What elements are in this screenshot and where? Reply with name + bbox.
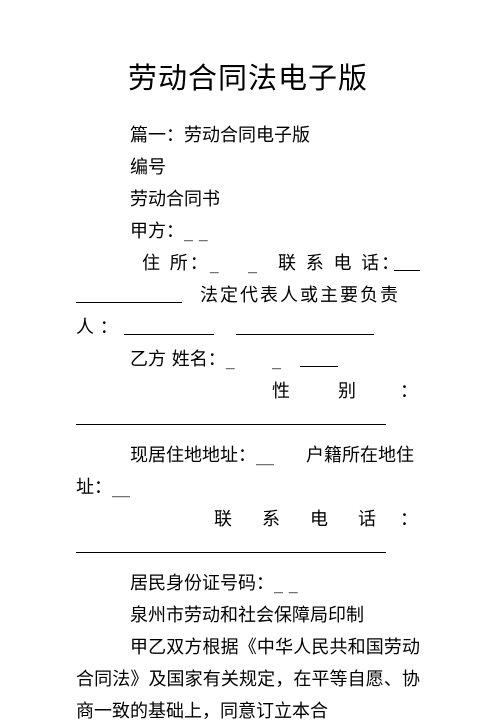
phone2-char-4: 话 <box>358 509 376 530</box>
document-body: 篇一：劳动合同电子版 编号 劳动合同书 甲方：_ _ 住 所：_ _ 联 系 电… <box>76 120 420 728</box>
gender-blank <box>76 402 386 425</box>
legal-rep-row: 法定代表人或主要负责 <box>76 280 420 312</box>
phone2-char-1: 联 <box>214 509 232 530</box>
legal-rep-cont-row: 人 ： <box>76 312 420 344</box>
address-mid: _ <box>248 253 257 274</box>
address-label: 住 所：_ <box>142 253 221 274</box>
legal-rep-blank-lead <box>76 280 182 303</box>
preamble-paragraph: 甲乙双方根据《中华人民共和国劳动合同法》及国家有关规定，在平等自愿、协商一致的基… <box>76 637 420 722</box>
residence-label: 现居住地地址：__ <box>130 445 274 466</box>
contract-title-line: 劳动合同书 <box>130 189 220 210</box>
gender-char-1: 性 <box>272 381 290 402</box>
document-title: 劳动合同法电子版 <box>127 61 368 95</box>
phone2-blank <box>76 530 386 553</box>
hukou-cont-row: 址：__ <box>76 472 420 504</box>
number-label: 编号 <box>130 157 166 178</box>
phone2-char-2: 系 <box>262 509 280 530</box>
gender-blank-row <box>76 408 420 440</box>
phone2-row: 联 系 电 话 ： <box>76 504 420 536</box>
hukou-label: 户籍所在地住 <box>306 445 414 466</box>
legal-rep-label: 法定代表人或主要负责 <box>200 285 400 306</box>
phone2-char-3: 电 <box>310 509 328 530</box>
phone-blank <box>394 248 420 271</box>
hukou-cont: 址：__ <box>76 477 130 498</box>
gender-row: 性 别 ： <box>76 376 420 408</box>
issuer-line: 泉州市劳动和社会保障局印制 <box>130 605 364 626</box>
legal-rep-cont: 人 ： <box>76 317 118 338</box>
legal-rep-blank-2 <box>236 312 374 335</box>
phone-label: 联 系 电 话： <box>278 253 402 274</box>
address-row: 住 所：_ _ 联 系 电 话： <box>76 248 420 280</box>
party-b-name-blank <box>300 344 338 367</box>
document-page: 劳动合同法电子版 篇一：劳动合同电子版 编号 劳动合同书 甲方：_ _ 住 所：… <box>76 61 420 722</box>
party-b-row: 乙方 姓名：_ _ <box>76 344 420 376</box>
party-b-label: 乙方 姓名：_ <box>130 349 235 370</box>
party-b-mid: _ <box>272 349 281 370</box>
chapter-heading: 篇一：劳动合同电子版 <box>130 125 310 146</box>
gender-colon: ： <box>400 381 418 402</box>
residence-row: 现居住地地址：__ 户籍所在地住 <box>76 440 420 472</box>
legal-rep-blank-1 <box>124 312 214 335</box>
phone2-colon: ： <box>400 509 418 530</box>
gender-char-2: 别 <box>338 381 356 402</box>
phone2-blank-row <box>76 536 420 568</box>
id-number-line: 居民身份证号码：_ _ <box>130 573 298 594</box>
party-a-line: 甲方：_ _ <box>130 221 208 242</box>
